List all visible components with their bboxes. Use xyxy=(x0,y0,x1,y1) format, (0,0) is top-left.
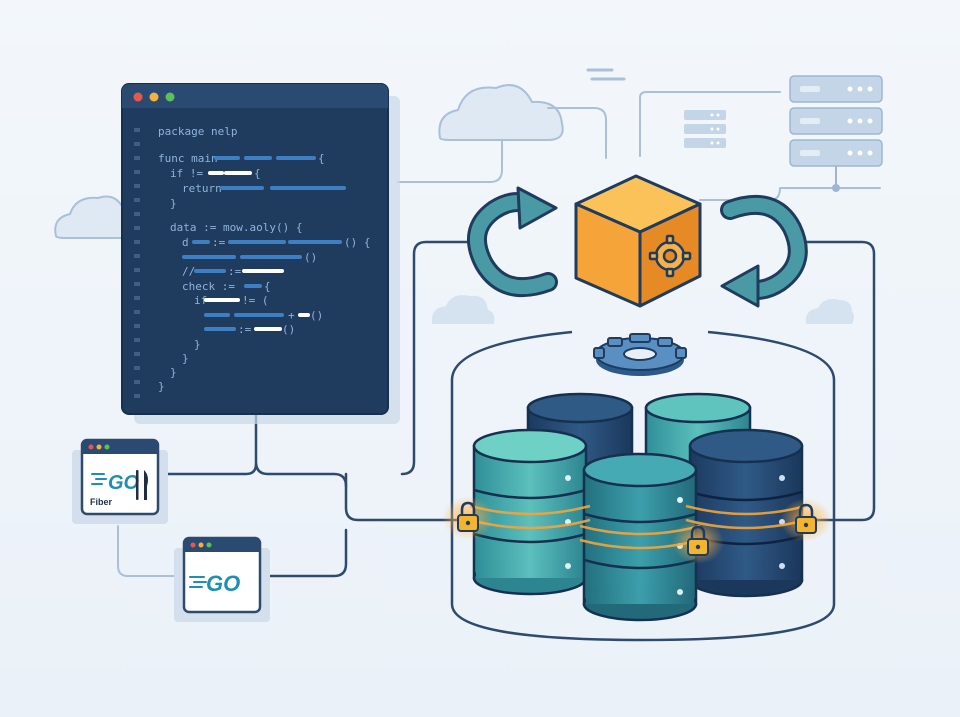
minimize-dot xyxy=(149,92,159,102)
code-line-inner-if: if xyxy=(194,294,207,307)
code-token-paren-2: () xyxy=(282,323,295,336)
code-token-assign: := xyxy=(212,236,226,249)
code-editor-window: package nelp func main if != return } da… xyxy=(121,83,400,424)
database-icon xyxy=(472,428,588,596)
close-dot xyxy=(133,92,143,102)
cube-icon xyxy=(574,174,702,308)
fiber-badge: GO Fiber xyxy=(72,438,168,524)
code-token-brace-2: { xyxy=(254,167,261,180)
maximize-dot xyxy=(165,92,175,102)
gear-icon xyxy=(593,333,687,376)
code-token-neq: != ( xyxy=(242,294,269,307)
speed-lines xyxy=(91,473,107,485)
code-line-brace-a: } xyxy=(194,338,201,351)
code-line-close-brace: } xyxy=(170,197,177,210)
code-line-comment: // xyxy=(182,265,195,278)
speed-lines xyxy=(189,576,207,588)
lock-icon xyxy=(687,525,709,556)
code-token-paren-brace: () { xyxy=(344,236,371,249)
fork-knife-icon xyxy=(136,470,148,500)
lock-icon xyxy=(457,501,479,532)
line-gutter xyxy=(134,128,140,398)
code-placeholder-bars xyxy=(182,156,346,331)
cloud-icon xyxy=(438,84,564,141)
code-token-parens: () xyxy=(304,251,317,264)
cloud-icon xyxy=(431,295,495,324)
server-rack-icon xyxy=(789,75,883,192)
code-line-brace-b: } xyxy=(182,352,189,365)
code-line-package: package nelp xyxy=(158,125,237,138)
server-rack-icon xyxy=(684,110,726,148)
gear-icon xyxy=(648,234,692,278)
code-token-brace-3: { xyxy=(264,280,271,293)
code-line-brace-c: } xyxy=(170,366,177,379)
fiber-label: Fiber xyxy=(90,497,113,507)
code-token-paren: () xyxy=(310,309,323,322)
decor-lines xyxy=(586,68,626,81)
code-line-d: d xyxy=(182,236,189,249)
storage-cylinder-outline xyxy=(450,330,836,642)
lock-icon xyxy=(795,503,817,534)
refresh-arrow-icon-right xyxy=(720,194,808,308)
database-icon xyxy=(582,452,698,622)
cloud-icon xyxy=(805,299,854,324)
refresh-arrow-icon-left xyxy=(467,186,558,298)
go-logo: GO xyxy=(206,571,240,596)
code-line-return: return xyxy=(182,182,222,195)
code-line-func: func main xyxy=(158,152,218,165)
fiber-go-logo: GO xyxy=(108,472,140,494)
code-line-if: if != xyxy=(170,167,203,180)
code-token-plus: + xyxy=(288,309,295,322)
go-badge: GO xyxy=(174,536,270,622)
connector-lines xyxy=(156,240,876,578)
code-line-data: data := mow.aoly() { xyxy=(170,221,302,234)
code-token-assign-3: := xyxy=(238,323,252,336)
code-token-brace: { xyxy=(318,152,325,165)
code-token-assign-2: := xyxy=(228,265,242,278)
code-line-brace-d: } xyxy=(158,380,165,393)
code-line-check: check := xyxy=(182,280,235,293)
